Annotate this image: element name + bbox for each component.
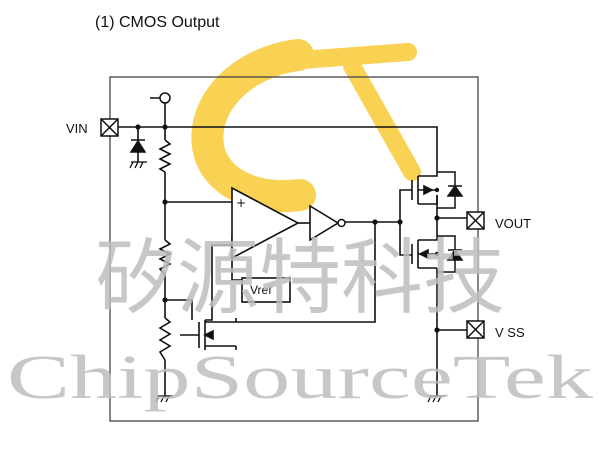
vref-block xyxy=(241,277,291,303)
logo-t-stem xyxy=(343,57,421,181)
logo-watermark xyxy=(191,39,421,213)
resistor-r3-icon xyxy=(158,317,172,361)
ground-output-icon xyxy=(427,395,445,403)
sense-mosfet-icon xyxy=(180,320,236,350)
comparator-plus-sign: + xyxy=(236,196,246,210)
vout-pin xyxy=(466,211,485,230)
comparator-icon xyxy=(231,186,300,260)
inverter-bubble-icon xyxy=(337,218,346,228)
vin-bus xyxy=(118,126,438,168)
resistor-r2-icon xyxy=(158,239,172,276)
pmos-body-diode-icon xyxy=(437,171,464,209)
ground-divider-icon xyxy=(155,395,173,403)
vss-label: V SS xyxy=(495,325,525,340)
junction-dots xyxy=(135,124,440,333)
logo-t-bar xyxy=(253,43,417,72)
watermark-english: ChipSourceTek xyxy=(7,344,593,412)
switch-node-icon xyxy=(159,92,171,104)
output-nmos-icon xyxy=(411,238,438,269)
output-pmos-icon xyxy=(411,168,438,205)
vin-protection-diode-icon xyxy=(129,139,147,153)
logo-c-arc xyxy=(191,39,316,213)
ref-minus-loop xyxy=(205,244,232,321)
page-title: (1) CMOS Output xyxy=(95,14,220,31)
vin-label: VIN xyxy=(66,121,88,136)
vout-label: VOUT xyxy=(495,216,531,231)
ic-outline xyxy=(109,76,479,422)
ground-diode-icon xyxy=(129,161,147,169)
inverter-icon xyxy=(309,204,340,242)
vref-label: Vref xyxy=(250,283,272,297)
resistor-r1-icon xyxy=(158,139,172,173)
tap-to-sense-switch xyxy=(165,299,193,320)
nmos-body-diode-icon xyxy=(437,235,464,273)
vin-pin xyxy=(100,118,119,137)
watermark-chinese: 矽源特科技 xyxy=(95,231,505,326)
